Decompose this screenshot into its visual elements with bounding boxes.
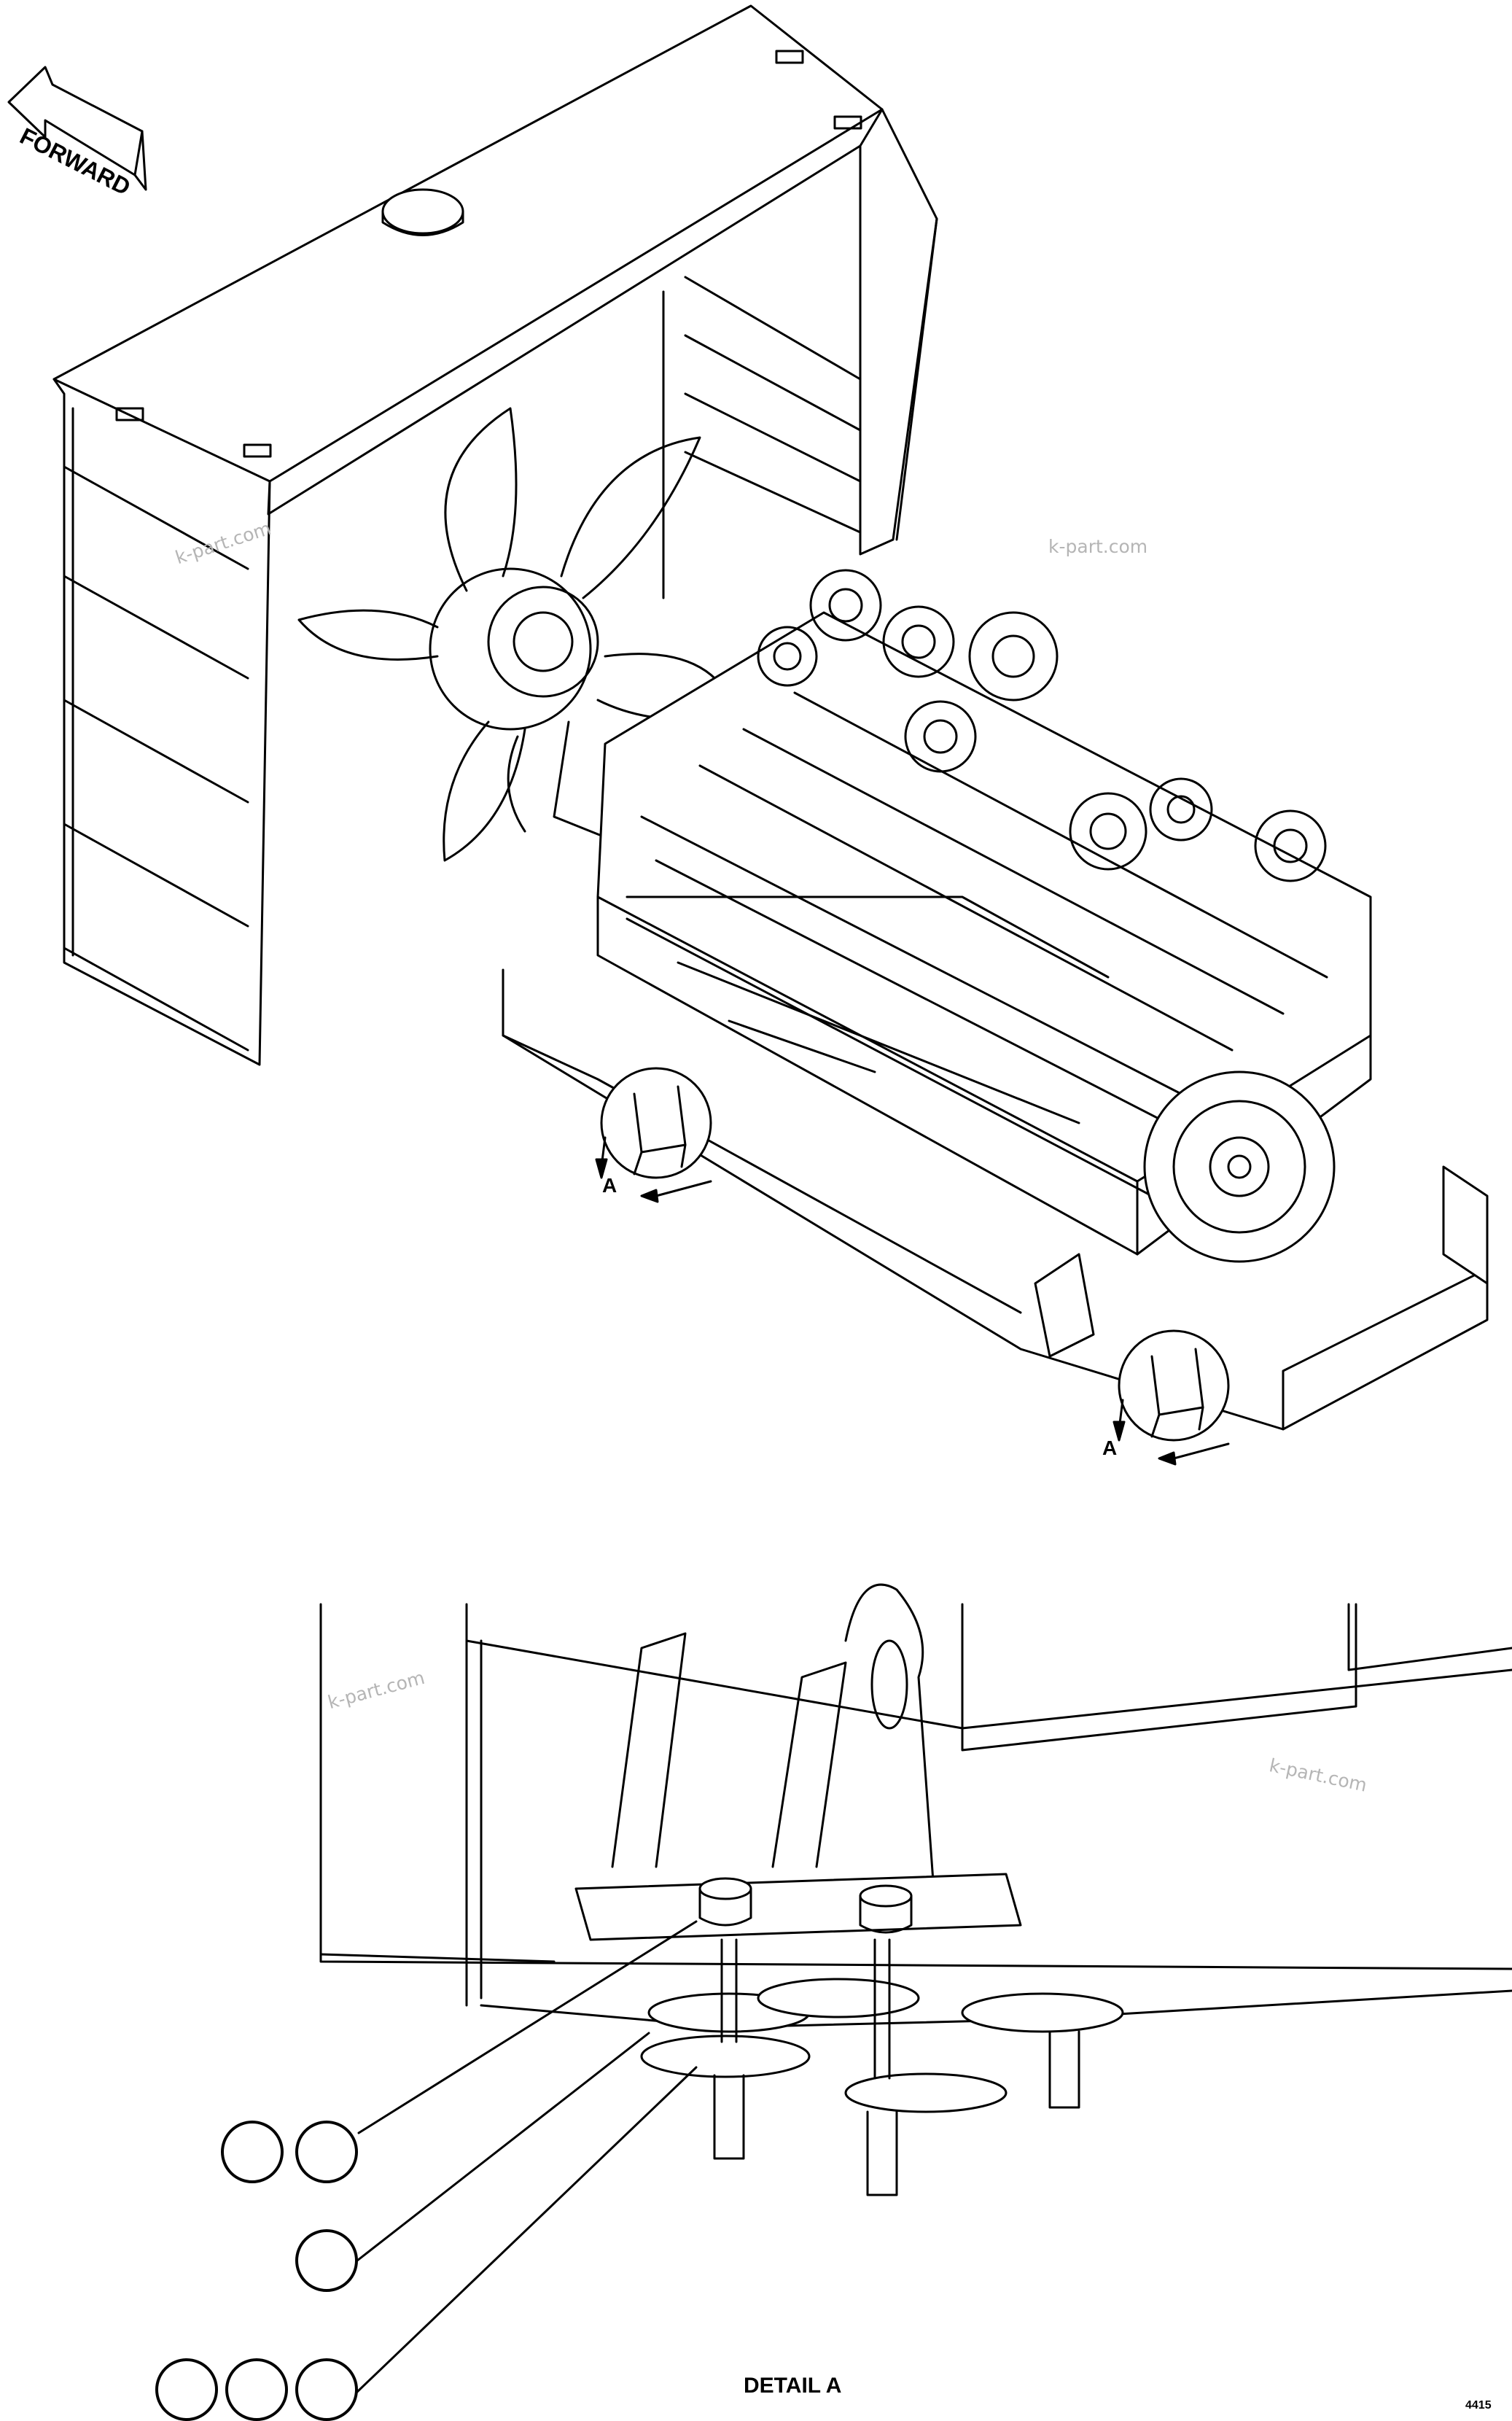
radiator-assembly [52,4,938,1066]
callout-leaders [356,1920,698,2393]
flywheel-housing [1143,1070,1336,1263]
callout-bubble [295,2358,358,2421]
detail-title: DETAIL A [744,2374,842,2398]
detail-a-view [319,1583,1512,2196]
detail-ref-left [595,1067,712,1203]
callout-bubble [295,2121,358,2183]
engine-assembly [596,569,1372,1256]
callout-bubble [225,2358,288,2421]
view-label-a-right: A [1102,1437,1118,1459]
watermark: k-part.com [1048,536,1148,557]
forward-arrow-icon [7,66,147,191]
callout-bubble [221,2121,284,2183]
detail-ref-right [1112,1329,1230,1466]
callout-bubble [295,2229,358,2292]
view-label-a-left: A [602,1174,617,1197]
sheet-code: 4415 [1465,2399,1492,2412]
callout-bubble [155,2358,218,2421]
